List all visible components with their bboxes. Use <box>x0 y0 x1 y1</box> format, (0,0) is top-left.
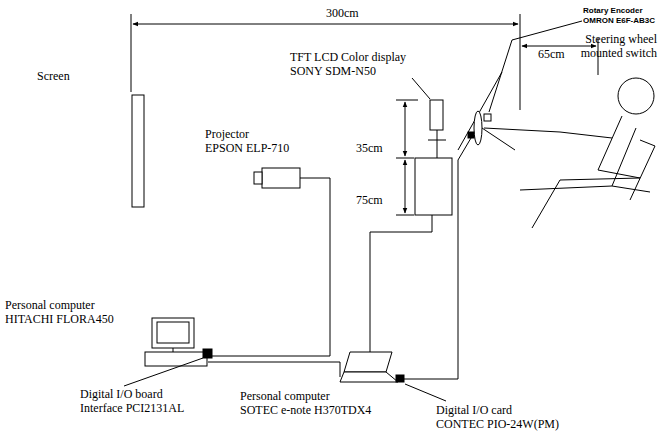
label: 65cm <box>538 47 565 61</box>
label: EPSON ELP-710 <box>205 141 289 155</box>
driver-leg <box>532 178 640 228</box>
dimension-tick <box>520 14 521 110</box>
laptop-screen <box>344 352 392 372</box>
screen <box>132 95 144 207</box>
lcd-display <box>430 100 443 130</box>
driver-head <box>618 78 654 114</box>
dimension-line <box>405 102 406 156</box>
label: HITACHI FLORA450 <box>5 312 114 326</box>
label: Personal computer <box>5 298 95 312</box>
io-card <box>396 375 404 382</box>
label: Rotary Encoder <box>583 6 643 16</box>
steering-column <box>482 128 515 150</box>
label: CONTEC PIO-24W(PM) <box>436 417 559 431</box>
label: TFT LCD Color display <box>290 50 406 64</box>
cable <box>404 138 471 379</box>
dimension-tick <box>396 215 414 216</box>
label: Projector <box>205 127 249 141</box>
pc-screen <box>157 322 189 343</box>
label: Digital I/O board <box>80 387 163 401</box>
io-board <box>203 349 212 358</box>
label: Interface PCI2131AL <box>80 401 184 415</box>
pc-monitor <box>152 318 194 348</box>
leader-line <box>489 21 582 112</box>
dimension-line <box>133 24 518 25</box>
rotary-encoder <box>484 114 491 121</box>
laptop-base <box>340 372 398 382</box>
label: Digital I/O card <box>436 403 512 417</box>
label: SOTEC e-note H370TDX4 <box>240 403 371 417</box>
steering-wheel <box>474 111 482 145</box>
wheel-switch <box>468 132 474 138</box>
projector <box>262 168 300 188</box>
leader-line <box>124 358 203 386</box>
projector-lens <box>254 172 262 184</box>
label: Steering wheel <box>585 32 657 46</box>
dimension-tick <box>131 14 132 92</box>
label: Screen <box>37 69 70 83</box>
label: SONY SDM-N50 <box>290 64 376 78</box>
leader-line <box>412 78 430 99</box>
label: Personal computer <box>240 389 330 403</box>
seat <box>520 128 655 200</box>
label: mounted switch <box>581 46 657 60</box>
driver-arm <box>484 128 612 138</box>
dimension-line <box>405 160 406 213</box>
display-stand <box>437 130 438 158</box>
cable <box>212 178 330 356</box>
dimension-tick <box>396 100 418 101</box>
display-stand <box>428 140 446 141</box>
leader-line <box>405 384 446 401</box>
label: OMRON E6F-AB3C <box>583 16 655 26</box>
pc-base <box>145 352 207 366</box>
windshield <box>458 72 502 150</box>
dimension-tick <box>396 158 414 159</box>
label: 300cm <box>326 6 359 20</box>
pc-monitor-neck <box>173 348 174 352</box>
label: 75cm <box>356 193 383 207</box>
stand-box <box>415 158 452 215</box>
cable <box>208 362 340 377</box>
label: 35cm <box>356 141 383 155</box>
cable <box>370 215 432 352</box>
